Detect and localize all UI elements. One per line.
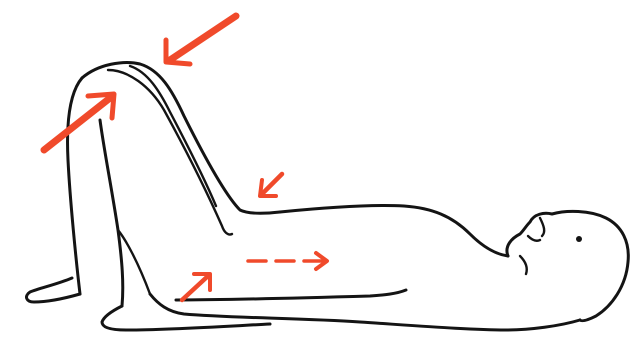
torso-top bbox=[280, 205, 508, 256]
arrow-shaft bbox=[262, 174, 282, 194]
movement-arrows bbox=[44, 16, 327, 300]
eye bbox=[576, 236, 582, 242]
shin-front bbox=[68, 78, 82, 294]
abdomen-dashed-arrow bbox=[248, 253, 327, 269]
knee-push-arrow bbox=[166, 16, 236, 64]
mouth bbox=[528, 236, 540, 241]
nose bbox=[540, 218, 544, 236]
arrow-shaft bbox=[170, 16, 236, 60]
far-foot bbox=[27, 278, 80, 302]
thigh-fold-1 bbox=[108, 70, 232, 235]
body-figure bbox=[27, 63, 629, 330]
pelvis-arrow bbox=[182, 274, 210, 300]
neck bbox=[520, 256, 527, 274]
thigh-arrow bbox=[260, 174, 282, 196]
arrow-shaft bbox=[182, 276, 208, 300]
shin-back bbox=[100, 120, 123, 306]
